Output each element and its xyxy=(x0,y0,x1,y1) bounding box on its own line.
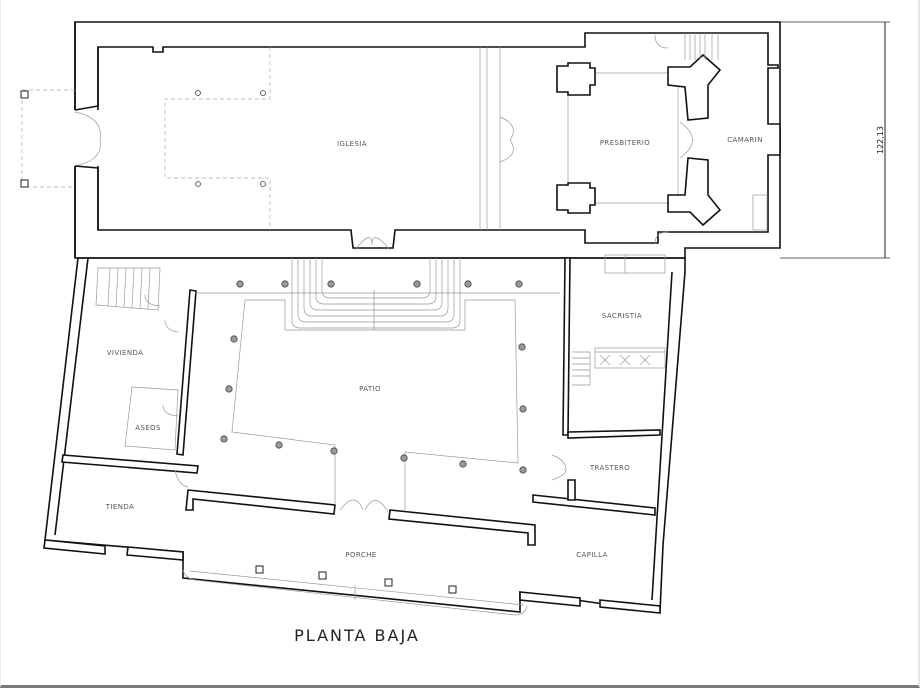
label-iglesia: IGLESIA xyxy=(337,140,367,148)
church-block xyxy=(20,21,781,259)
label-capilla: CAPILLA xyxy=(576,551,608,559)
label-patio: PATIO xyxy=(359,385,381,393)
room-labels: IGLESIA PRESBITERIO CAMARIN SACRISTIA VI… xyxy=(105,136,763,559)
label-camarin: CAMARIN xyxy=(727,136,762,144)
label-porche: PORCHE xyxy=(345,551,376,559)
label-aseos: ASEOS xyxy=(135,424,161,432)
label-presbiterio: PRESBITERIO xyxy=(600,139,650,147)
label-sacristia: SACRISTIA xyxy=(602,312,642,320)
lower-block xyxy=(43,254,686,616)
label-vivienda: VIVIENDA xyxy=(107,349,144,357)
label-trastero: TRASTERO xyxy=(589,464,630,472)
dimension-line: 122,13 xyxy=(780,21,890,259)
label-tienda: TIENDA xyxy=(105,503,134,511)
dimension-value: 122,13 xyxy=(876,126,885,154)
drawing-title: PLANTA BAJA xyxy=(294,626,420,645)
